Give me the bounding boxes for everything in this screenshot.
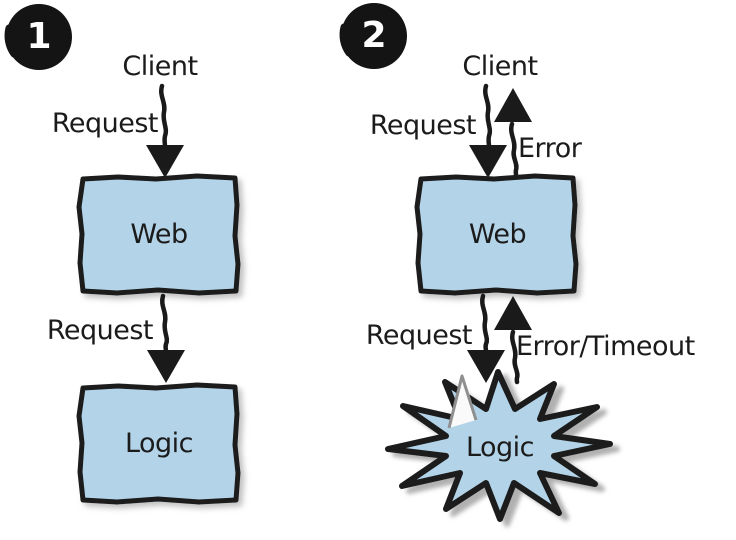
p2-web-box-label: Web [468,219,527,250]
p1-web-box-label: Web [130,219,188,250]
p2-request2-arrowhead-down [467,350,505,383]
panel1-group [4,4,241,505]
p2-client-label: Client [462,51,538,82]
p2-error-timeout-label: Error/Timeout [516,331,695,362]
p1-request-top-label: Request [51,108,159,139]
p1-request-bottom-label: Request [46,315,154,346]
p2-web-box [414,173,579,296]
p1-request-arrow-line [159,83,169,150]
step-2-badge-number: 2 [361,15,387,56]
p1-request2-arrow-line [160,293,170,355]
panel2-group [339,3,613,522]
p2-burst-crack-highlight [447,374,478,429]
p1-client-label: Client [122,51,198,82]
p2-error-top-label: Error [518,133,582,164]
step-2-badge-rough-edge [339,23,353,57]
step-1-badge-circle [6,4,72,70]
p2-error-arrow-line [509,121,519,178]
p1-logic-box-label: Logic [124,428,194,459]
p1-request2-arrowhead-down [147,350,185,383]
p2-error-timeout-arrow-line [510,329,520,385]
p2-request-top-label: Request [369,110,477,141]
step-1-badge-rough-edge [4,24,18,58]
p2-request-bottom-label: Request [365,320,473,351]
p2-error-timeout-arrowhead-up [494,296,532,330]
p2-logic-burst [385,369,613,522]
step-1-badge-number: 1 [26,16,52,57]
p2-error-arrowhead-up [494,88,532,122]
p2-request-arrowhead-down [469,145,507,178]
p2-logic-burst-label: Logic [465,431,535,463]
p2-request-arrow-line [483,83,493,150]
step-2-badge-circle [341,3,407,69]
p2-request2-arrow-line [480,293,490,354]
p1-request-arrowhead-down [146,145,184,178]
p1-web-box [76,173,241,296]
p1-logic-box [76,382,241,505]
